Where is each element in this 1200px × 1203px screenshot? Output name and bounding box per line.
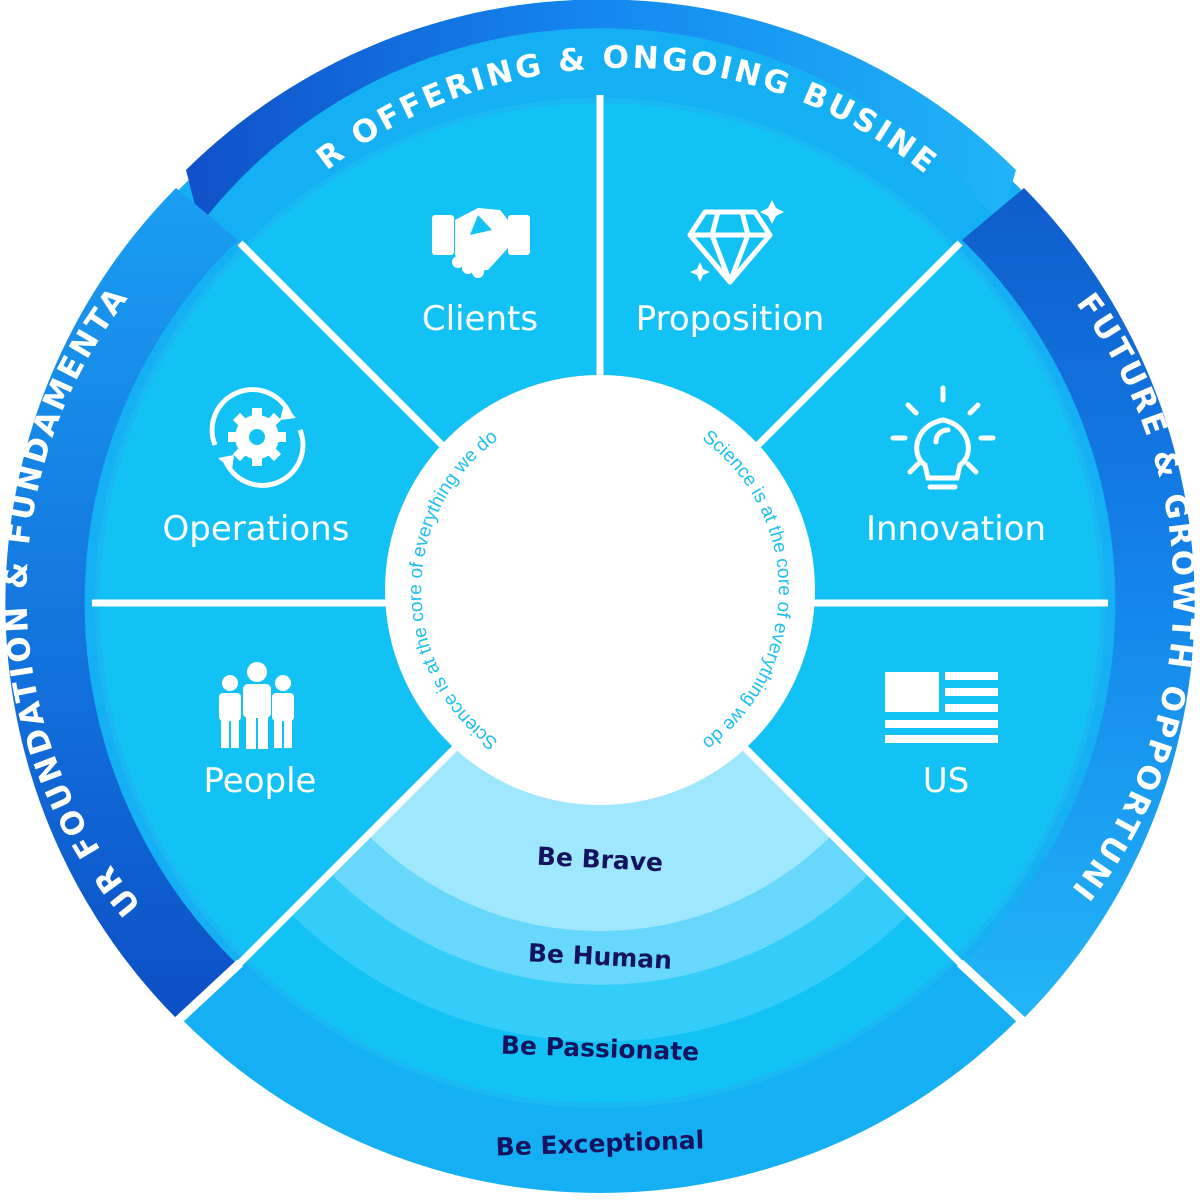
segment-innovation: Innovation xyxy=(866,385,1046,549)
segment-label-people: People xyxy=(204,761,317,801)
diamond-icon xyxy=(687,200,784,285)
us-flag-icon xyxy=(885,672,998,743)
segment-proposition: Proposition xyxy=(636,200,825,339)
segment-clients: Clients xyxy=(422,208,538,339)
segment-people: People xyxy=(204,662,317,801)
band-left xyxy=(5,188,238,1018)
segment-label-innovation: Innovation xyxy=(866,509,1046,549)
center-circle xyxy=(385,375,815,805)
handshake-icon xyxy=(432,208,530,278)
segment-label-operations: Operations xyxy=(163,509,350,549)
segment-label-clients: Clients xyxy=(422,299,538,339)
segment-label-proposition: Proposition xyxy=(636,299,825,339)
band-top xyxy=(186,0,1016,225)
people-group-icon xyxy=(219,662,294,749)
segment-us: US xyxy=(885,672,998,801)
band-gaps xyxy=(166,959,1034,1032)
value-label-3: Be Passionate xyxy=(500,1031,699,1067)
segment-operations: Operations xyxy=(163,387,350,549)
values-labels: Be Brave Be Human Be Passionate Be Excep… xyxy=(495,842,704,1162)
band-right xyxy=(962,188,1195,1018)
segment-label-us: US xyxy=(923,761,969,801)
gear-cycle-icon xyxy=(209,387,306,488)
lightbulb-icon xyxy=(890,385,996,490)
value-label-1: Be Brave xyxy=(536,842,664,878)
